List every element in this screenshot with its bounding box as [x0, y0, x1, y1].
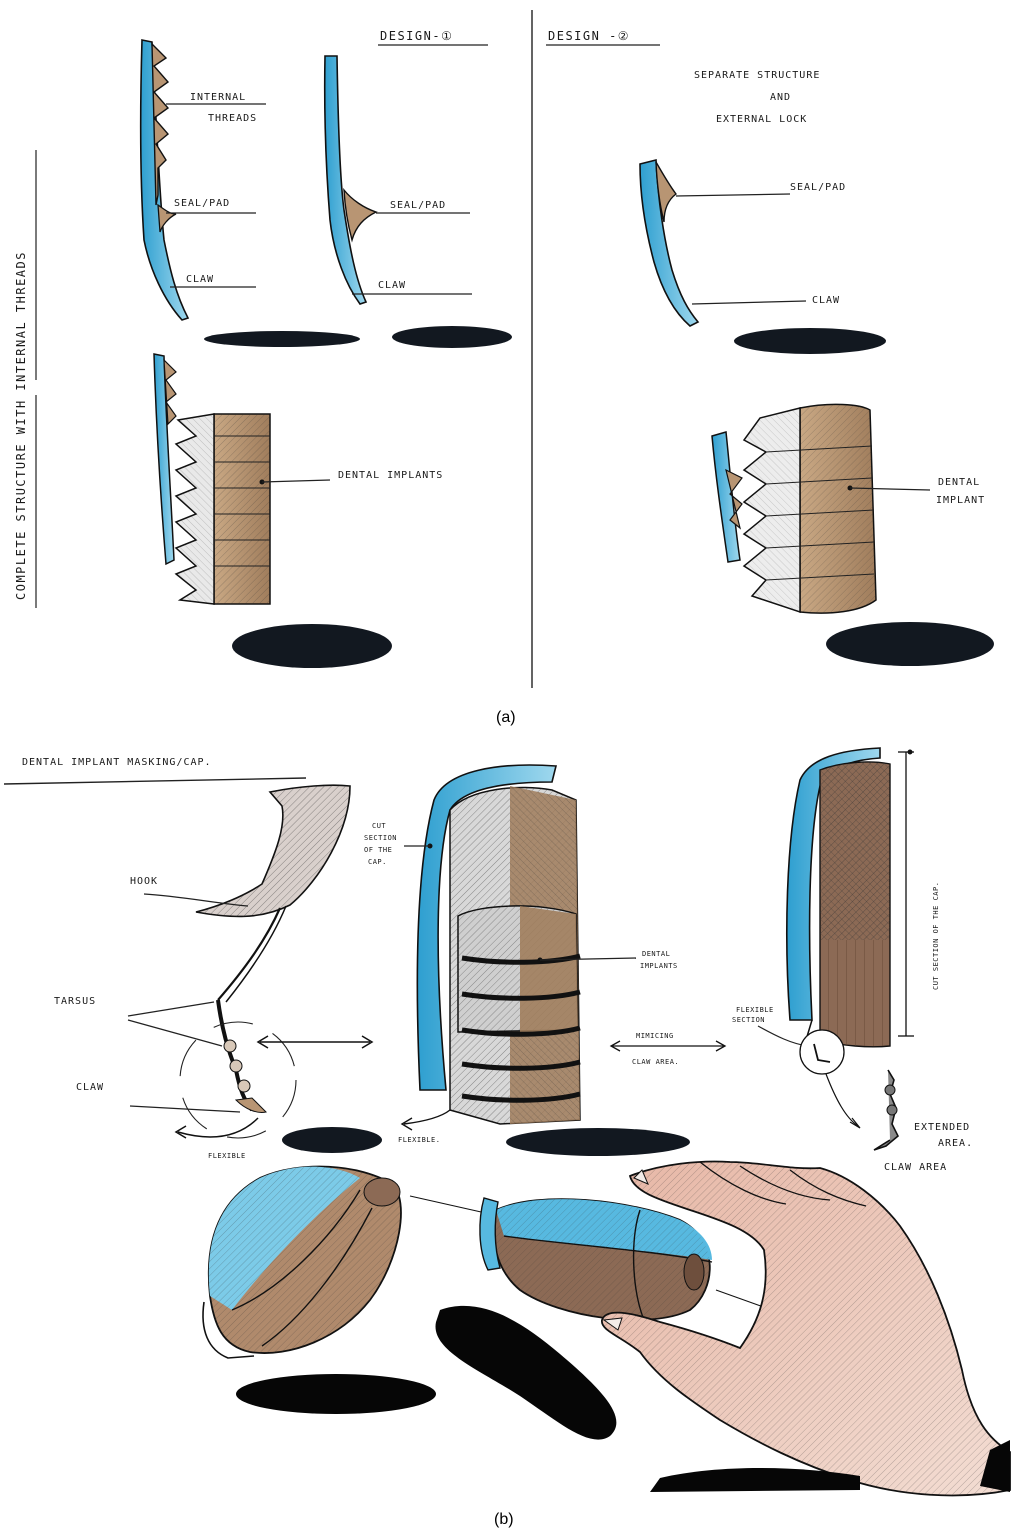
svg-text:SEAL/PAD: SEAL/PAD [174, 198, 230, 209]
svg-text:CUT: CUT [372, 822, 386, 830]
design2-subtitle: AND [770, 92, 791, 103]
svg-text:DENTAL IMPLANTS: DENTAL IMPLANTS [338, 470, 443, 481]
svg-text:COMPLETE STRUCTURE WITH INTERN: COMPLETE STRUCTURE WITH INTERNAL THREADS [14, 251, 28, 600]
shadow [734, 328, 886, 354]
design2-subtitle: SEPARATE STRUCTURE [694, 70, 820, 81]
svg-text:HOOK: HOOK [130, 876, 158, 887]
flex-motion-circles [176, 1022, 372, 1138]
svg-text:DENTAL: DENTAL [642, 950, 670, 958]
svg-text:CLAW AREA: CLAW AREA [884, 1162, 947, 1173]
shadow [826, 622, 994, 666]
design1-claw-threaded [141, 40, 188, 320]
svg-text:SEAL/PAD: SEAL/PAD [390, 200, 446, 211]
svg-text:IMPLANT: IMPLANT [936, 495, 985, 506]
bird-leg-sketch [196, 785, 350, 1112]
label-claw-left: CLAW [170, 274, 256, 287]
svg-text:SECTION: SECTION [732, 1016, 765, 1024]
label-cut-section: CUT SECTION OF THE CAP. [364, 822, 433, 866]
cap-heading: DENTAL IMPLANT MASKING/CAP. [22, 757, 212, 768]
design1-implant-assembly [154, 354, 270, 604]
svg-text:TARSUS: TARSUS [54, 996, 96, 1007]
label-claw-d2: CLAW [692, 295, 840, 306]
shadow [236, 1374, 436, 1414]
design1-heading: DESIGN-① [380, 29, 453, 43]
label-seal-pad-left: SEAL/PAD [166, 198, 256, 213]
svg-text:MIMICING: MIMICING [636, 1032, 674, 1040]
label-seal-pad-d2: SEAL/PAD [676, 182, 846, 196]
label-claw-b: CLAW [76, 1082, 240, 1112]
shadow [232, 624, 392, 668]
svg-text:SECTION: SECTION [364, 834, 397, 842]
label-flexible-mid: FLEXIBLE. [398, 1136, 440, 1144]
label-tarsus: TARSUS [54, 996, 222, 1046]
cap-perspective-left [203, 1167, 401, 1358]
design2-heading: DESIGN -② [548, 29, 630, 43]
cap-perspective-held [480, 1198, 712, 1320]
shadow [392, 326, 512, 348]
mimicing-arrow: MIMICING CLAW AREA. [611, 1032, 725, 1066]
label-seal-pad-right: SEAL/PAD [376, 200, 470, 213]
svg-text:FLEXIBLE: FLEXIBLE [736, 1006, 774, 1014]
svg-text:IMPLANTS: IMPLANTS [640, 962, 678, 970]
shadow [282, 1127, 382, 1153]
cap-cut-section-right [787, 748, 914, 1048]
svg-text:DENTAL: DENTAL [938, 477, 980, 488]
svg-text:CLAW: CLAW [186, 274, 214, 285]
svg-text:AREA.: AREA. [938, 1138, 973, 1149]
zoom-detail [800, 1030, 898, 1150]
shadow [506, 1128, 690, 1156]
svg-text:EXTENDED: EXTENDED [914, 1122, 970, 1133]
svg-text:CLAW: CLAW [76, 1082, 104, 1093]
svg-text:CLAW: CLAW [378, 280, 406, 291]
svg-text:CAP.: CAP. [368, 858, 387, 866]
svg-text:CLAW: CLAW [812, 295, 840, 306]
label-dental-implants: DENTAL IMPLANTS [260, 470, 444, 485]
svg-text:INTERNAL: INTERNAL [190, 92, 246, 103]
cap-cut-section [402, 765, 580, 1130]
design1-claw-plain [325, 56, 376, 304]
panel-label-b: (b) [494, 1511, 514, 1528]
panel-label-a: (a) [496, 709, 516, 726]
label-flexible-left: FLEXIBLE [208, 1152, 246, 1160]
label-cut-section-cap: CUT SECTION OF THE CAP. [932, 882, 940, 990]
svg-text:OF THE: OF THE [364, 846, 392, 854]
svg-text:SEAL/PAD: SEAL/PAD [790, 182, 846, 193]
design2-claw [640, 160, 698, 326]
hand-sketch [602, 1162, 1010, 1496]
shadow [436, 1306, 617, 1440]
panel-b: DENTAL IMPLANT MASKING/CAP. HOOK TARSUS … [4, 748, 1010, 1528]
design2-implant-assembly [712, 404, 876, 613]
label-extended-area: EXTENDED AREA. CLAW AREA [884, 1122, 973, 1173]
svg-text:CLAW AREA.: CLAW AREA. [632, 1058, 679, 1066]
shadow [204, 331, 360, 347]
design2-subtitle: EXTERNAL LOCK [716, 114, 807, 125]
label-claw-right: CLAW [352, 280, 472, 294]
design1-side-caption: COMPLETE STRUCTURE WITH INTERNAL THREADS [14, 150, 36, 608]
svg-text:THREADS: THREADS [208, 113, 257, 124]
label-internal-threads: INTERNAL THREADS [166, 92, 266, 124]
panel-a: DESIGN-① COMPLETE STRUCTURE WITH INTERNA… [14, 10, 994, 726]
